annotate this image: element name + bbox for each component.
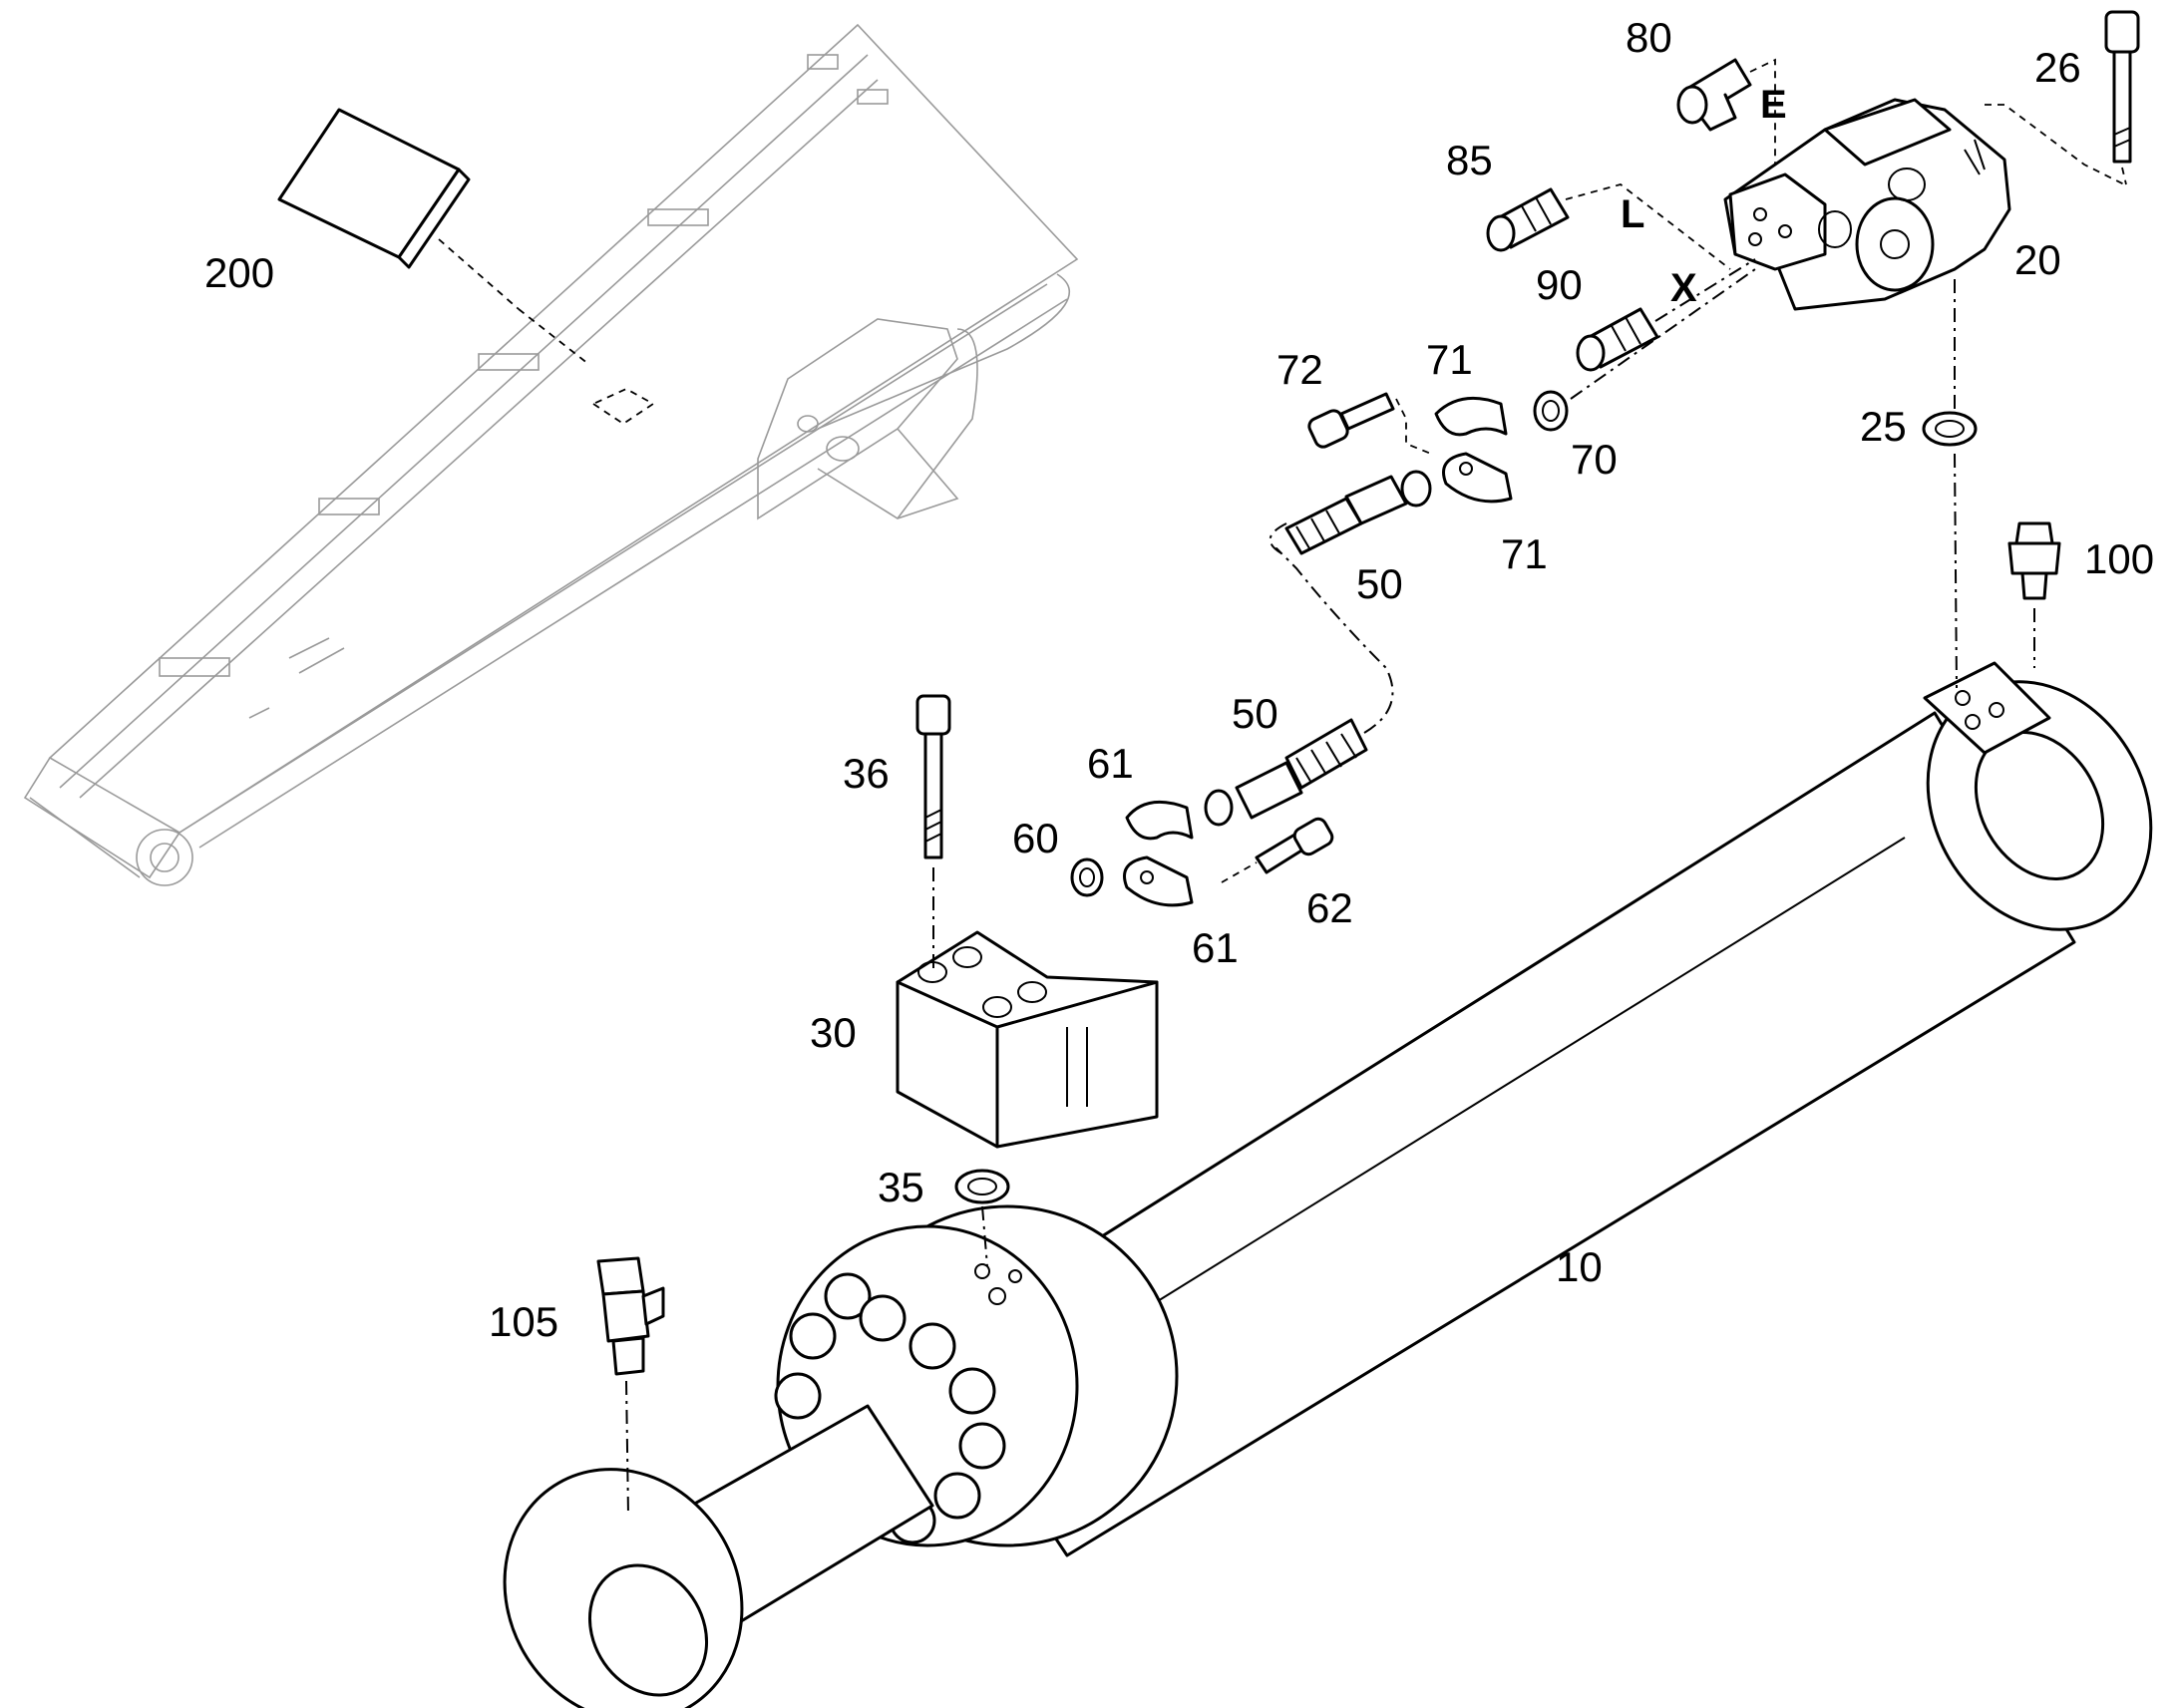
callout-30: 30 — [810, 1009, 857, 1056]
port-label-l: L — [1621, 192, 1644, 236]
part-80-fitting — [1676, 58, 1776, 165]
lower-hose-assembly — [1070, 547, 1394, 907]
callout-26: 26 — [2034, 44, 2081, 91]
callout-25: 25 — [1860, 403, 1907, 450]
callout-50-upper: 50 — [1356, 560, 1403, 607]
port-label-x: X — [1670, 266, 1697, 310]
callout-200: 200 — [204, 249, 274, 296]
callout-60: 60 — [1012, 815, 1059, 861]
callout-105: 105 — [489, 1298, 558, 1345]
callout-labels: 80 26 85 20 90 72 71 25 70 100 71 50 200… — [204, 14, 2154, 1345]
callout-71-lower: 71 — [1501, 530, 1548, 577]
part-200-plate — [277, 108, 655, 426]
part-35-seal — [954, 1169, 1010, 1267]
part-25-seal — [1922, 411, 1978, 689]
part-30-manifold-block — [896, 930, 1159, 1149]
callout-61-upper: 61 — [1087, 740, 1134, 787]
upper-hose-assembly — [1269, 390, 1569, 555]
callout-35: 35 — [878, 1164, 924, 1210]
port-label-e: E — [1760, 83, 1787, 127]
part-36-bolt — [915, 694, 951, 972]
part-90-fitting — [1570, 258, 1756, 400]
part-26-bolt — [2104, 10, 2140, 185]
part-10-hydraulic-cylinder — [503, 661, 2153, 1708]
callout-50-lower: 50 — [1232, 690, 1278, 737]
callout-62: 62 — [1306, 884, 1353, 931]
part-105-valve — [596, 1256, 665, 1517]
part-20-valve-block — [1723, 98, 2125, 409]
callout-61-lower: 61 — [1192, 924, 1239, 971]
callout-85: 85 — [1446, 137, 1493, 183]
callout-90: 90 — [1536, 261, 1583, 308]
part-100-fitting — [2007, 521, 2061, 668]
callout-36: 36 — [843, 750, 890, 797]
callout-70: 70 — [1571, 436, 1618, 483]
callout-80: 80 — [1626, 14, 1672, 61]
callout-71-upper: 71 — [1426, 336, 1473, 383]
callout-100: 100 — [2084, 535, 2154, 582]
callout-10: 10 — [1556, 1243, 1603, 1290]
callout-72: 72 — [1276, 346, 1323, 393]
boom-arm — [23, 23, 1079, 886]
part-85-fitting — [1486, 183, 1731, 270]
callout-20: 20 — [2014, 236, 2061, 283]
